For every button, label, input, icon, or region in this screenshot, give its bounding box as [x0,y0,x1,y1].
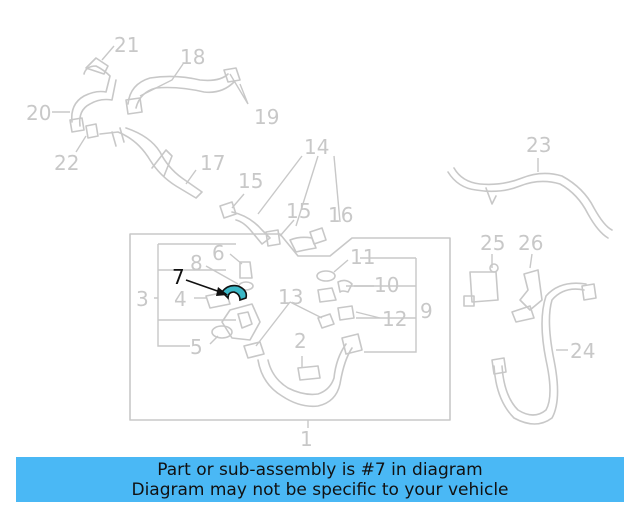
callout-1: 1 [300,427,313,451]
assembly-boundary [129,233,451,421]
callout-13: 13 [278,285,303,309]
banner-line-2: Diagram may not be specific to your vehi… [131,479,509,500]
callout-15a: 15 [238,169,263,193]
callout-17: 17 [200,151,225,175]
callout-4: 4 [174,287,187,311]
callout-18: 18 [180,45,205,69]
hose-23 [447,167,613,239]
sensor-6 [239,261,253,279]
banner-line-1: Part or sub-assembly is #7 in diagram [157,459,483,480]
callout-12: 12 [382,307,407,331]
arrow-7 [216,287,228,296]
callout-25: 25 [480,231,505,255]
callout-19: 19 [254,105,279,129]
callout-7: 7 [172,265,185,289]
info-banner: Part or sub-assembly is #7 in diagram Di… [16,457,624,502]
lower-hose-2 [257,343,353,408]
seal-5 [211,325,233,339]
pump-25 [463,263,499,307]
callout-2: 2 [294,329,307,353]
hose-18 [125,67,241,115]
callout-20: 20 [26,101,51,125]
callout-26: 26 [518,231,543,255]
connectors-9-10-11-12-13 [243,270,363,359]
callout-15b: 15 [286,199,311,223]
callout-14: 14 [304,135,329,159]
hoses-14-15-16 [219,201,327,253]
bracket-26 [511,269,543,323]
callout-23: 23 [526,133,551,157]
callout-5: 5 [190,335,203,359]
callout-21: 21 [114,33,139,57]
parts-diagram: 1 2 3 4 5 6 7 8 9 10 11 12 13 14 15 15 1… [26,33,613,451]
callout-11: 11 [350,245,375,269]
pipe-17 [99,127,203,199]
thermostat-housing-3 [221,303,261,341]
callout-9: 9 [420,299,433,323]
callout-8: 8 [190,251,203,275]
hose-20 [69,57,117,139]
callout-22: 22 [54,151,79,175]
callout-3: 3 [136,287,149,311]
clip-7-highlighted [220,284,248,302]
leader-lines [52,45,568,428]
hose-24 [491,282,597,425]
callout-6: 6 [212,241,225,265]
callout-10: 10 [374,273,399,297]
callout-24: 24 [570,339,595,363]
callout-16: 16 [328,203,353,227]
